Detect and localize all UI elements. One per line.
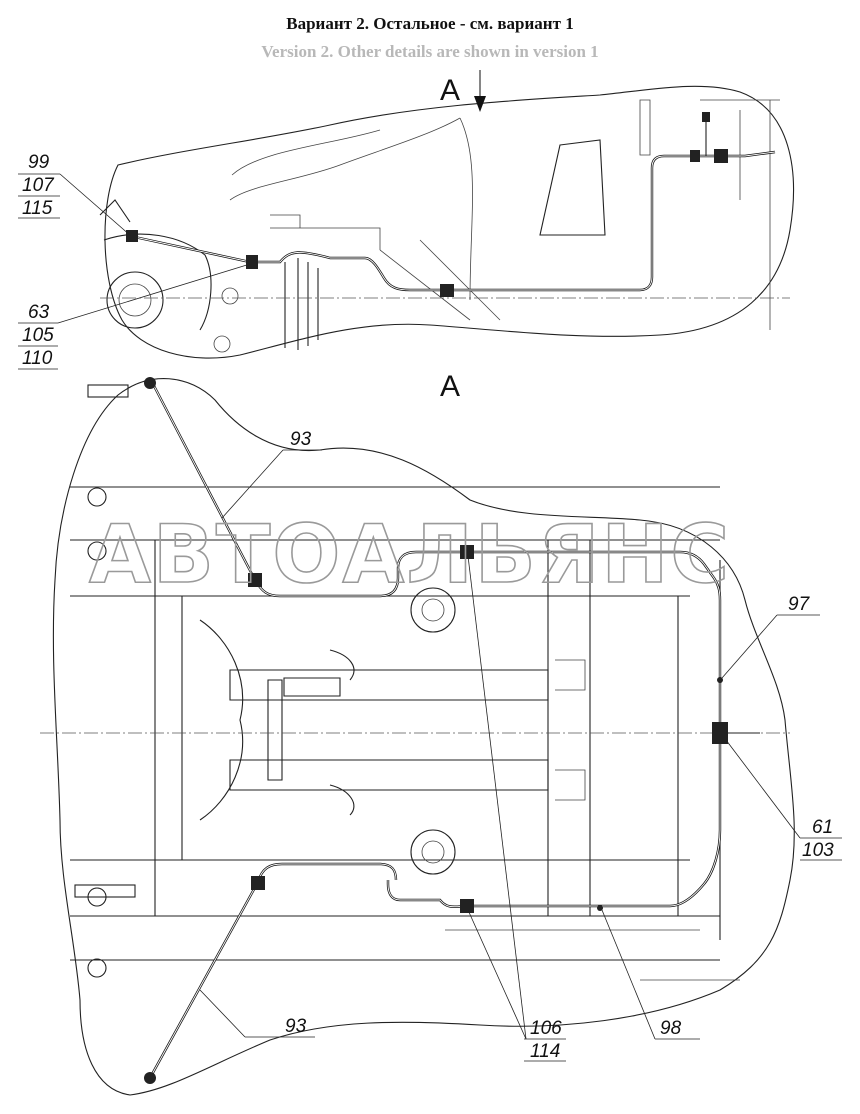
callout-114: 114 bbox=[530, 1041, 560, 1062]
section-view-label: A bbox=[440, 370, 460, 403]
callout-63-105-110: 63 105 110 bbox=[18, 263, 251, 370]
callout-107: 107 bbox=[22, 175, 55, 196]
callout-61-103: 61 103 bbox=[725, 739, 842, 861]
view-arrow-label: A bbox=[440, 74, 460, 107]
callout-61: 61 bbox=[812, 817, 833, 838]
callout-98: 98 bbox=[601, 909, 700, 1040]
watermark: АВТОАЛЬЯНС bbox=[89, 508, 731, 601]
main-view-a: A bbox=[40, 370, 842, 1096]
callout-99-107-115: 99 107 115 bbox=[18, 152, 132, 237]
callout-106: 106 bbox=[530, 1018, 562, 1039]
callout-99: 99 bbox=[28, 152, 50, 173]
callout-63: 63 bbox=[28, 302, 50, 323]
callout-97: 97 bbox=[721, 594, 820, 679]
callout-93-upper-label: 93 bbox=[290, 429, 312, 450]
callout-98-label: 98 bbox=[660, 1018, 682, 1039]
callout-97-label: 97 bbox=[788, 594, 811, 615]
callout-115: 115 bbox=[22, 198, 53, 219]
callout-93-lower-label: 93 bbox=[285, 1016, 307, 1037]
title-russian: Вариант 2. Остальное - см. вариант 1 bbox=[286, 14, 574, 33]
callout-105: 105 bbox=[22, 325, 54, 346]
callout-106-114: 106 114 bbox=[467, 555, 566, 1062]
callout-110: 110 bbox=[22, 348, 53, 369]
title-english: Version 2. Other details are shown in ve… bbox=[261, 42, 599, 61]
callout-93-lower: 93 bbox=[199, 989, 315, 1038]
top-detail-view: A 99 107 115 63 105 110 bbox=[18, 70, 795, 370]
callout-103: 103 bbox=[802, 840, 834, 861]
callout-93-upper: 93 bbox=[221, 429, 322, 519]
